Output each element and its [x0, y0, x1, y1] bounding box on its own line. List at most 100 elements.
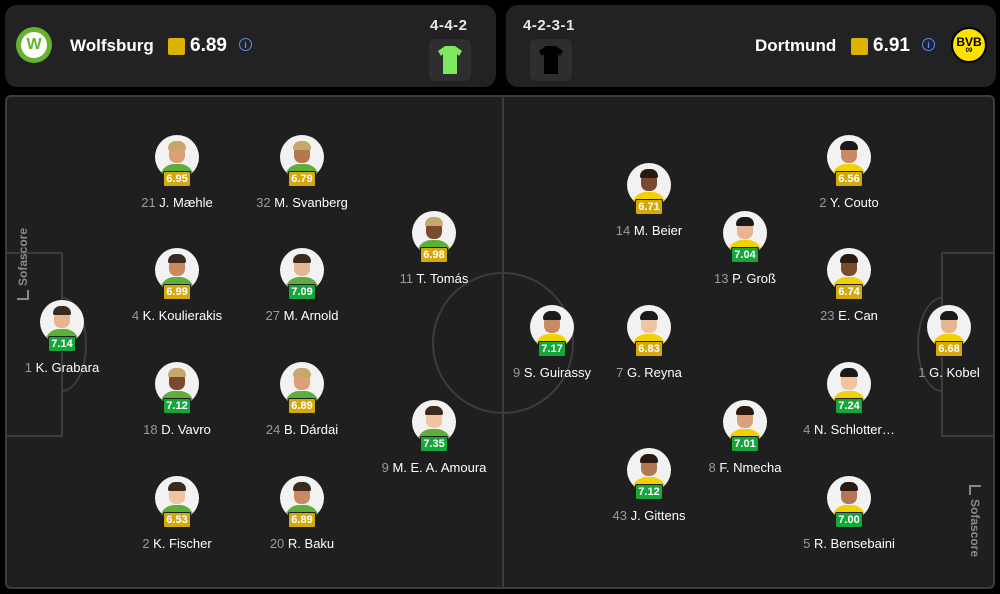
away-team-name[interactable]: Dortmund [755, 36, 837, 55]
player-rating: 7.12 [163, 398, 191, 414]
away-team-header: 4-2-3-1 Dortmund 6.91 i BVB 09 [506, 5, 996, 87]
player-name[interactable]: 13 P. Groß [665, 271, 825, 286]
home-shirt-icon [438, 46, 462, 74]
player-name[interactable]: 11 T. Tomás [354, 271, 514, 286]
player-number: 1 [918, 365, 930, 380]
player-name-text: T. Tomás [416, 271, 469, 286]
player-photo[interactable] [155, 362, 199, 406]
player-name[interactable]: 43 J. Gittens [569, 508, 729, 523]
player-name-text: R. Baku [287, 536, 335, 551]
player-name-text: E. Can [838, 308, 878, 323]
player-name-text: P. Groß [732, 271, 776, 286]
player-rating: 6.89 [288, 398, 316, 414]
away-kit [530, 39, 572, 81]
player-name-text: R. Bensebaini [813, 536, 895, 551]
player-name-text: Y. Couto [829, 195, 879, 210]
home-kit [429, 39, 471, 81]
player-name[interactable]: 21 J. Mæhle [97, 195, 257, 210]
player-name[interactable]: 14 M. Beier [569, 223, 729, 238]
player-name[interactable]: 5 R. Bensebaini [769, 536, 929, 551]
away-team-rating-square [851, 38, 868, 55]
sofascore-logo-icon [969, 484, 982, 495]
info-icon[interactable]: i [239, 38, 252, 51]
player-rating: 7.24 [835, 398, 863, 414]
player-name-text: J. Mæhle [159, 195, 213, 210]
dortmund-logo-year: 09 [965, 48, 973, 54]
player-name-text: N. Schlotter… [813, 422, 895, 437]
away-team-rating: 6.91 [873, 35, 910, 56]
sofascore-label: Sofascore [16, 227, 31, 287]
player-number: 1 [24, 360, 36, 375]
player-rating: 6.74 [835, 284, 863, 300]
player-name[interactable]: 4 N. Schlotter… [769, 422, 929, 437]
player-name[interactable]: 8 F. Nmecha [665, 460, 825, 475]
player-number: 2 [142, 536, 154, 551]
player-photo[interactable] [530, 305, 574, 349]
player-name[interactable]: 23 E. Can [769, 308, 929, 323]
player-number: 43 [612, 508, 631, 523]
player-name[interactable]: 32 M. Svanberg [222, 195, 382, 210]
info-icon[interactable]: i [922, 38, 935, 51]
player-name[interactable]: 9 S. Guirassy [472, 365, 632, 380]
wolfsburg-logo[interactable]: W [16, 27, 52, 63]
player-number: 14 [615, 223, 634, 238]
player-photo[interactable] [627, 163, 671, 207]
player-name[interactable]: 18 D. Vavro [97, 422, 257, 437]
sofascore-label: Sofascore [968, 498, 983, 558]
player-photo[interactable] [280, 248, 324, 292]
player-name-text: G. Reyna [626, 365, 682, 380]
player-name[interactable]: 2 Y. Couto [769, 195, 929, 210]
home-team-header: W Wolfsburg 6.89 i 4-4-2 [5, 5, 496, 87]
player-number: 7 [616, 365, 627, 380]
player-rating: 7.35 [420, 436, 448, 452]
player-name[interactable]: 1 G. Kobel [869, 365, 993, 380]
player-name-text: M. Arnold [283, 308, 339, 323]
player-rating: 6.99 [163, 284, 191, 300]
player-rating: 6.83 [635, 341, 663, 357]
player-rating: 6.71 [635, 199, 663, 215]
player-name-text: S. Guirassy [523, 365, 592, 380]
away-shirt-icon [539, 46, 563, 74]
away-formation: 4-2-3-1 [523, 17, 575, 34]
player-name-text: B. Dárdai [283, 422, 339, 437]
player-name[interactable]: 1 K. Grabara [7, 360, 142, 375]
sofascore-watermark: Sofascore [968, 484, 983, 558]
dortmund-logo[interactable]: BVB 09 [951, 27, 987, 63]
home-team-name[interactable]: Wolfsburg [70, 36, 154, 55]
player-number: 13 [714, 271, 733, 286]
player-name-text: K. Grabara [35, 360, 100, 375]
player-name[interactable]: 27 M. Arnold [222, 308, 382, 323]
player-name[interactable]: 9 M. E. A. Amoura [354, 460, 514, 475]
player-rating: 6.68 [935, 341, 963, 357]
player-name-text: M. E. A. Amoura [392, 460, 487, 475]
player-name[interactable]: 7 G. Reyna [569, 365, 729, 380]
player-rating: 7.04 [731, 247, 759, 263]
player-rating: 7.17 [538, 341, 566, 357]
home-formation: 4-4-2 [430, 17, 468, 34]
player-rating: 7.01 [731, 436, 759, 452]
player-rating: 7.14 [48, 336, 76, 352]
player-name-text: M. Svanberg [274, 195, 348, 210]
player-number: 11 [399, 271, 417, 286]
player-name[interactable]: 4 K. Koulierakis [97, 308, 257, 323]
player-rating: 6.56 [835, 171, 863, 187]
player-name[interactable]: 24 B. Dárdai [222, 422, 382, 437]
player-number: 24 [265, 422, 284, 437]
player-name-text: D. Vavro [161, 422, 211, 437]
player-number: 8 [708, 460, 720, 475]
player-number: 32 [256, 195, 275, 210]
sofascore-logo-icon [17, 290, 30, 301]
player-name-text: K. Koulierakis [142, 308, 223, 323]
player-number: 9 [512, 365, 524, 380]
player-rating: 6.53 [163, 512, 191, 528]
player-name[interactable]: 20 R. Baku [222, 536, 382, 551]
player-rating: 6.79 [288, 171, 316, 187]
player-name[interactable]: 2 K. Fischer [97, 536, 257, 551]
player-rating: 7.09 [288, 284, 316, 300]
dortmund-logo-mark: BVB [956, 35, 982, 49]
player-number: 21 [141, 195, 160, 210]
player-name-text: F. Nmecha [719, 460, 782, 475]
player-rating: 7.12 [635, 484, 663, 500]
player-number: 27 [265, 308, 284, 323]
